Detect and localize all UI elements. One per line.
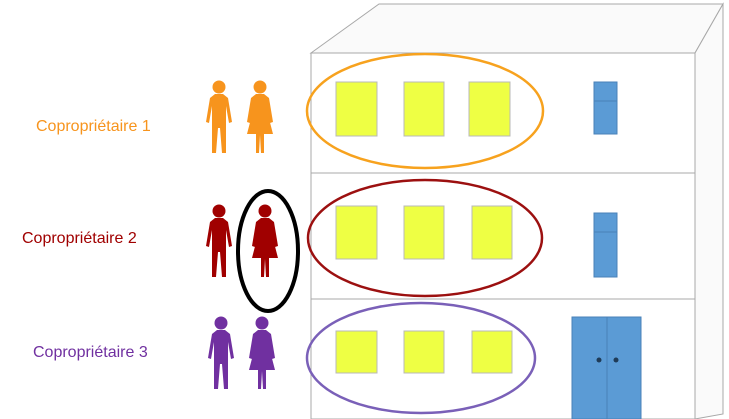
window-icon	[468, 81, 511, 137]
woman-icon	[249, 316, 275, 389]
ownership-ellipse-1	[305, 52, 545, 170]
window-icon	[335, 205, 378, 260]
window-icon	[403, 81, 445, 137]
woman-icon	[252, 204, 278, 277]
owner-label-3: Copropriétaire 3	[33, 344, 148, 361]
man-icon	[206, 80, 232, 153]
building-side	[694, 2, 724, 419]
window-icon	[471, 330, 513, 374]
highlight-ring	[236, 189, 300, 313]
ownership-ellipse-2	[306, 178, 544, 298]
woman-icon	[247, 80, 273, 153]
window-icon	[403, 330, 445, 374]
door-icon	[571, 316, 642, 419]
owner-label-1: Copropriétaire 1	[36, 118, 151, 135]
door-icon	[593, 212, 618, 278]
man-icon	[206, 204, 232, 277]
window-icon	[335, 81, 378, 137]
building-roof	[309, 3, 724, 54]
man-icon	[208, 316, 234, 389]
door-icon	[593, 81, 618, 135]
owner-group-1	[206, 80, 273, 153]
owner-group-3	[208, 316, 275, 389]
floor-3	[305, 301, 642, 419]
ownership-ellipse-3	[305, 301, 537, 415]
window-icon	[335, 330, 378, 374]
floor-2	[306, 178, 618, 298]
window-icon	[471, 205, 513, 260]
floor-1	[305, 52, 618, 170]
owner-label-2: Copropriétaire 2	[22, 230, 137, 247]
window-icon	[403, 205, 445, 260]
